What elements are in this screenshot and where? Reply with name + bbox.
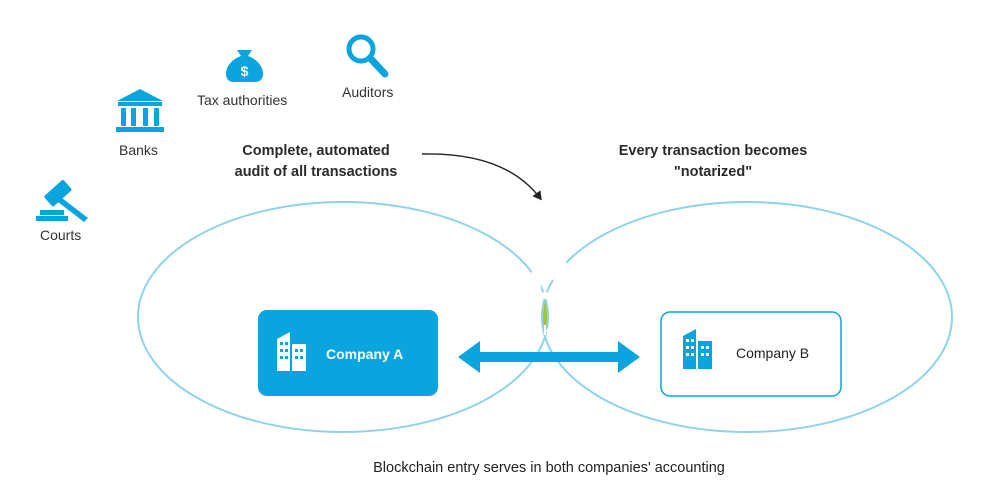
blockchain-letter: B <box>527 244 573 313</box>
company-b-circle <box>541 201 953 433</box>
gavel-icon <box>36 180 88 222</box>
banks-label: Banks <box>119 142 158 158</box>
company-b-box[interactable] <box>660 311 842 397</box>
audit-note-line1: Complete, automated <box>242 143 390 159</box>
double-arrow <box>458 341 640 373</box>
company-b-label: Company B <box>736 345 810 361</box>
money-bag-icon: $ <box>225 50 264 82</box>
notarized-note-line2: "notarized" <box>673 164 753 180</box>
svg-text:$: $ <box>241 63 249 79</box>
audit-note: Complete, automated audit of all transac… <box>235 141 398 183</box>
notarized-note-line1: Every transaction becomes <box>618 143 808 159</box>
magnifier-icon <box>346 34 389 78</box>
audit-arrow <box>421 153 542 201</box>
bank-icon <box>116 89 164 132</box>
company-a-label: Company A <box>326 346 404 362</box>
company-a-circle <box>137 201 549 433</box>
building-icon <box>277 332 306 371</box>
notarized-note: Every transaction becomes "notarized" <box>619 141 808 183</box>
courts-label: Courts <box>40 227 82 243</box>
blockchain-label: Blockchain <box>512 322 588 338</box>
audit-note-line2: audit of all transactions <box>234 164 398 180</box>
auditors-label: Auditors <box>342 84 394 100</box>
building-icon <box>683 329 712 369</box>
company-a-box[interactable] <box>258 310 438 396</box>
tax-authorities-label: Tax authorities <box>197 92 288 108</box>
diagram-caption: Blockchain entry serves in both companie… <box>373 460 725 476</box>
